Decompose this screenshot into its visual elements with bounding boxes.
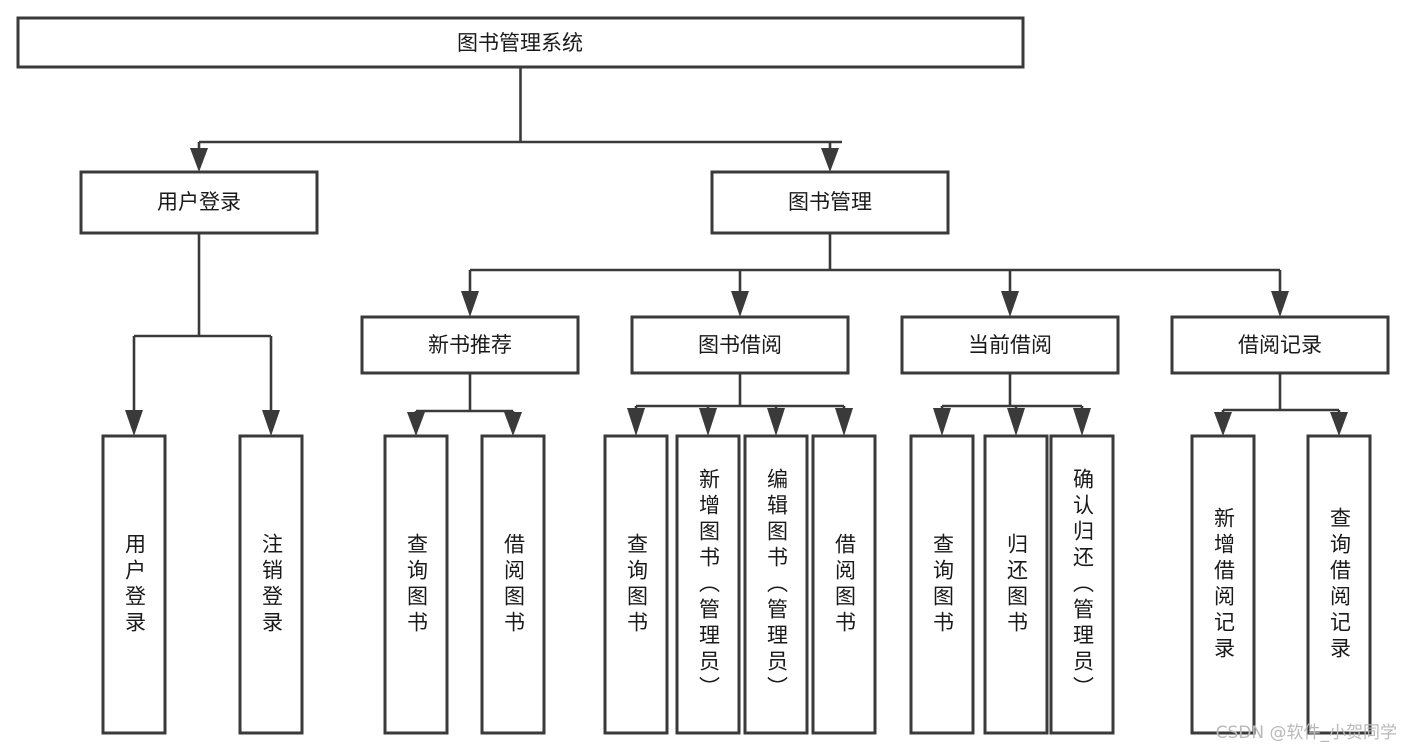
arrowhead-leaf-edit-book — [767, 408, 785, 436]
node-current-borrow[interactable] — [900, 315, 1120, 375]
arrowhead-user-login — [190, 148, 208, 172]
label-new-book-rec: 新书推荐 — [428, 333, 512, 357]
node-leaf-query-book-1[interactable] — [383, 434, 449, 735]
arrowhead-leaf-add-record — [1214, 412, 1232, 436]
arrowhead-leaf-query-book-1 — [407, 412, 425, 436]
arrowhead-new-book-rec — [461, 291, 479, 317]
node-book-manage[interactable] — [710, 170, 950, 235]
node-user-login[interactable] — [79, 170, 319, 235]
label-current-borrow: 当前借阅 — [968, 333, 1052, 357]
node-book-borrow[interactable] — [630, 315, 850, 375]
node-layer — [16, 16, 1390, 735]
node-leaf-query-book-2[interactable] — [603, 434, 669, 735]
arrowhead-leaf-borrow-book-1 — [504, 412, 522, 436]
horizontal-label-layer: 图书管理系统 用户登录 图书管理 新书推荐 图书借阅 当前借阅 借阅记录 — [157, 31, 1322, 357]
node-leaf-logout[interactable] — [238, 434, 304, 735]
arrowhead-current-borrow — [1001, 291, 1019, 317]
node-borrow-record[interactable] — [1170, 315, 1390, 375]
node-leaf-add-book[interactable] — [675, 434, 741, 735]
label-borrow-record: 借阅记录 — [1238, 333, 1322, 357]
label-root: 图书管理系统 — [457, 31, 583, 55]
arrowhead-leaf-user-login — [125, 410, 143, 436]
node-leaf-edit-book[interactable] — [743, 434, 809, 735]
arrowhead-leaf-return-book — [1007, 408, 1025, 436]
arrowhead-book-manage — [821, 148, 839, 172]
node-leaf-borrow-book-2[interactable] — [811, 434, 877, 735]
arrowhead-leaf-borrow-book-2 — [835, 408, 853, 436]
node-leaf-add-record[interactable] — [1190, 434, 1256, 735]
node-leaf-return-book[interactable] — [983, 434, 1049, 735]
node-root[interactable] — [16, 16, 1025, 69]
label-book-manage: 图书管理 — [788, 190, 872, 214]
csdn-watermark: CSDN @软件_小贺同学 — [1215, 723, 1397, 743]
arrowhead-leaf-query-book-3 — [933, 408, 951, 436]
label-user-login: 用户登录 — [157, 190, 241, 214]
node-leaf-query-book-3[interactable] — [909, 434, 975, 735]
node-new-book-rec[interactable] — [360, 315, 580, 375]
arrowhead-leaf-confirm-return — [1073, 408, 1091, 436]
label-book-borrow: 图书借阅 — [698, 333, 782, 357]
arrowhead-leaf-add-book — [699, 408, 717, 436]
arrowhead-borrow-record — [1271, 291, 1289, 317]
node-leaf-query-record[interactable] — [1306, 434, 1372, 735]
connector-layer — [125, 67, 1348, 436]
node-leaf-confirm-return[interactable] — [1049, 434, 1115, 735]
arrowhead-book-borrow — [731, 291, 749, 317]
arrowhead-leaf-query-record — [1330, 412, 1348, 436]
node-leaf-user-login[interactable] — [101, 434, 167, 735]
arrowhead-leaf-query-book-2 — [627, 408, 645, 436]
arrowhead-leaf-logout — [262, 410, 280, 436]
node-leaf-borrow-book-1[interactable] — [480, 434, 546, 735]
